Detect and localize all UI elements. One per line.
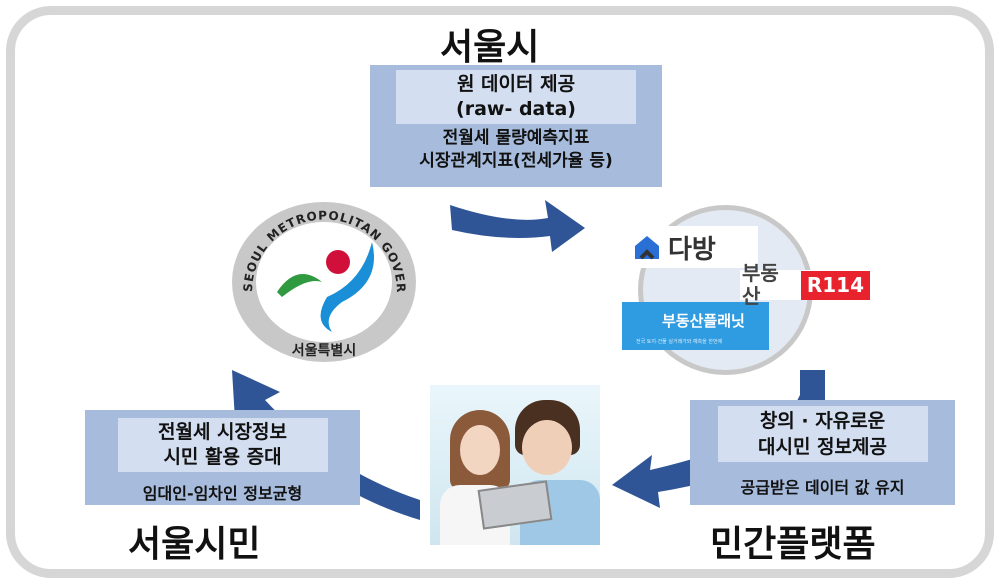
svg-text:서울특별시: 서울특별시 <box>292 342 356 359</box>
seoul-box: 원 데이터 제공 (raw- data) 전월세 물량예측지표 시장관계지표(전… <box>370 65 662 187</box>
platform-line3: 공급받은 데이터 값 유지 <box>740 478 905 497</box>
dabang-house-icon <box>635 236 659 260</box>
arrow-seoul-to-platform <box>450 200 585 252</box>
arrow-citizens-to-seoul <box>232 370 420 520</box>
seoul-government-seal: SEOUL METROPOLITAN GOVERNMENT 서울특별시 <box>222 192 416 362</box>
platform-line1: 창의 · 자유로운 <box>759 410 886 432</box>
citizens-line3: 임대인-임차인 정보균형 <box>142 484 303 503</box>
citizens-box: 전월세 시장정보 시민 활용 증대 임대인-임차인 정보균형 <box>85 410 360 505</box>
platform-line2: 대시민 정보제공 <box>758 436 887 458</box>
seoul-line1: 원 데이터 제공 <box>456 73 576 95</box>
r114-logo: 부동산 R114 <box>740 262 870 308</box>
dabang-logo: 다방 <box>628 226 758 268</box>
citizens-line2: 시민 활용 증대 <box>163 446 282 468</box>
couple-with-tablet-photo <box>430 385 600 545</box>
citizens-title: 서울시민 <box>128 524 261 565</box>
seoul-line2: (raw- data) <box>456 98 576 120</box>
arrow-platform-to-citizens <box>612 370 825 508</box>
platform-box: 창의 · 자유로운 대시민 정보제공 공급받은 데이터 값 유지 <box>690 400 955 505</box>
seoul-line4: 시장관계지표(전세가율 등) <box>419 151 613 171</box>
seoul-line3: 전월세 물량예측지표 <box>442 128 590 148</box>
citizens-line1: 전월세 시장정보 <box>158 421 287 443</box>
seoul-title: 서울시 <box>440 27 540 68</box>
platform-title: 민간플랫폼 <box>710 524 876 565</box>
planet-logo: 부동산플래닛 전국 토지·건물 실거래가와 예측을 한번에 <box>622 302 769 350</box>
